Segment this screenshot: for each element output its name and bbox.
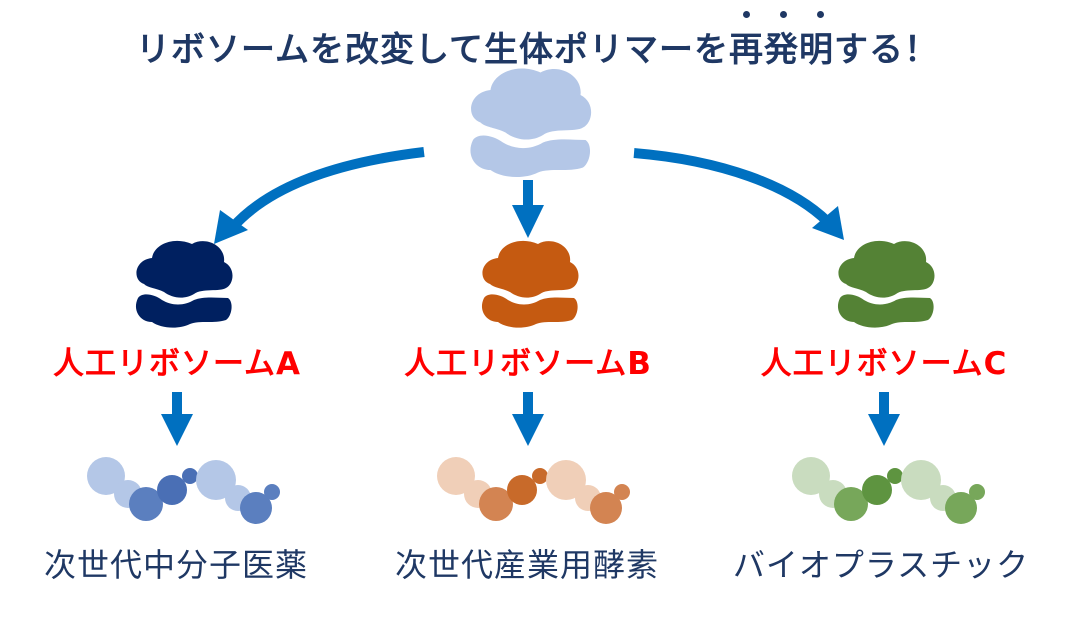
source-ribosome-icon bbox=[470, 68, 592, 178]
monomer-bead bbox=[196, 460, 236, 500]
monomer-bead bbox=[792, 457, 830, 495]
emphasis-dot bbox=[743, 11, 750, 18]
ribosome-large-subunit bbox=[136, 240, 233, 298]
monomer-bead bbox=[945, 492, 977, 524]
arrow-to-a bbox=[214, 147, 425, 244]
ribosome-a-icon bbox=[135, 240, 233, 328]
product-a-label: 次世代中分子医薬 bbox=[43, 546, 308, 584]
emphasis-dot bbox=[780, 11, 787, 18]
page-title: リボソームを改変して生体ポリマーを再発明する！ bbox=[0, 22, 1075, 71]
arrow-a-to-product bbox=[161, 392, 193, 446]
monomer-bead bbox=[969, 484, 985, 500]
monomer-bead bbox=[590, 492, 622, 524]
arrow-to-c bbox=[633, 148, 844, 240]
ribosome-small-subunit bbox=[135, 294, 232, 328]
polymer-chain-b-icon bbox=[437, 457, 630, 524]
artificial-ribosome-a-label: 人工リボソームA bbox=[52, 346, 302, 382]
monomer-bead bbox=[264, 484, 280, 500]
ribosome-large-subunit bbox=[471, 68, 592, 140]
arrow-c-to-product bbox=[868, 392, 900, 446]
monomer-bead bbox=[157, 475, 187, 505]
artificial-ribosome-b-label: 人工リボソームB bbox=[404, 346, 652, 382]
ribosome-small-subunit bbox=[470, 135, 591, 178]
emphasis-dot bbox=[817, 11, 824, 18]
arrow-to-b bbox=[512, 180, 544, 238]
polymer-chain-a-icon bbox=[87, 457, 280, 524]
monomer-bead bbox=[901, 460, 941, 500]
monomer-bead bbox=[887, 468, 903, 484]
title-text: リボソームを改変して生体ポリマーを再発明する！ bbox=[136, 30, 939, 70]
product-c-label: バイオプラスチック bbox=[732, 546, 1030, 584]
ribosome-b-icon bbox=[481, 240, 579, 328]
ribosome-small-subunit bbox=[481, 294, 578, 328]
monomer-bead bbox=[87, 457, 125, 495]
ribosome-large-subunit bbox=[482, 240, 579, 298]
monomer-bead bbox=[479, 487, 513, 521]
monomer-bead bbox=[614, 484, 630, 500]
monomer-bead bbox=[129, 487, 163, 521]
ribosome-small-subunit bbox=[837, 294, 934, 328]
ribosome-c-icon bbox=[837, 240, 935, 328]
monomer-bead bbox=[532, 468, 548, 484]
monomer-bead bbox=[546, 460, 586, 500]
product-b-label: 次世代産業用酵素 bbox=[394, 546, 659, 584]
arrow-b-to-product bbox=[512, 392, 544, 446]
monomer-bead bbox=[507, 475, 537, 505]
artificial-ribosome-c-label: 人工リボソームC bbox=[760, 346, 1008, 382]
monomer-bead bbox=[240, 492, 272, 524]
monomer-bead bbox=[182, 468, 198, 484]
ribosome-large-subunit bbox=[838, 240, 935, 298]
polymer-chain-c-icon bbox=[792, 457, 985, 524]
monomer-bead bbox=[437, 457, 475, 495]
monomer-bead bbox=[834, 487, 868, 521]
monomer-bead bbox=[862, 475, 892, 505]
